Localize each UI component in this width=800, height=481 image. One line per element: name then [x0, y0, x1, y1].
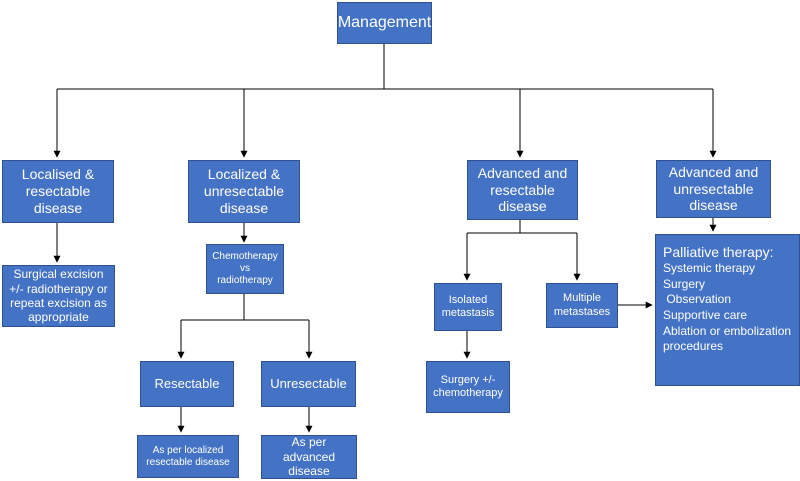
surgery-chemo-node: Surgery +/- chemotherapy [426, 361, 510, 413]
management-label: Management [337, 14, 432, 32]
as-per-advanced-node: As per advanced disease [261, 435, 357, 479]
multiple-metastases-node: Multiple metastases [546, 283, 618, 328]
localised-resectable-node: Localised & resectable disease [2, 160, 114, 223]
advanced-unresectable-node: Advanced and unresectable disease [656, 160, 771, 218]
as-per-localized-label: As per localized resectable disease [146, 444, 230, 468]
localised-resectable-label: Localised & resectable disease [21, 166, 95, 216]
palliative-item: Supportive care [663, 307, 748, 322]
unresectable-node: Unresectable [261, 361, 356, 407]
palliative-therapy-node: Palliative therapy: Systemic therapy Sur… [655, 234, 800, 386]
resectable-label: Resectable [154, 376, 220, 392]
chemo-vs-radio-label: Chemotherapy vs radiotherapy [212, 251, 278, 286]
palliative-title: Palliative therapy: [663, 244, 774, 260]
as-per-advanced-label: As per advanced disease [282, 435, 336, 479]
palliative-item: Ablation or embolization procedures [663, 323, 792, 354]
chemo-vs-radio-node: Chemotherapy vs radiotherapy [206, 244, 284, 294]
palliative-item: Observation [663, 292, 732, 307]
surgical-excision-label: Surgical excision +/- radiotherapy or re… [9, 267, 108, 325]
surgery-chemo-label: Surgery +/- chemotherapy [433, 373, 503, 399]
advanced-resectable-label: Advanced and resectable disease [477, 164, 568, 215]
resectable-node: Resectable [140, 361, 234, 407]
localized-unresectable-label: Localized & unresectable disease [203, 166, 285, 216]
palliative-item: Systemic therapy [663, 261, 756, 276]
unresectable-label: Unresectable [270, 376, 347, 392]
isolated-metastasis-label: Isolated metastasis [441, 293, 495, 319]
advanced-unresectable-label: Advanced and unresectable disease [668, 163, 759, 214]
isolated-metastasis-node: Isolated metastasis [434, 283, 502, 331]
advanced-resectable-node: Advanced and resectable disease [467, 160, 578, 220]
management-node: Management [337, 2, 432, 44]
palliative-item: Surgery [663, 276, 706, 291]
multiple-metastases-label: Multiple metastases [553, 292, 611, 318]
surgical-excision-node: Surgical excision +/- radiotherapy or re… [2, 265, 115, 327]
as-per-localized-node: As per localized resectable disease [137, 435, 239, 478]
localized-unresectable-node: Localized & unresectable disease [188, 160, 300, 223]
